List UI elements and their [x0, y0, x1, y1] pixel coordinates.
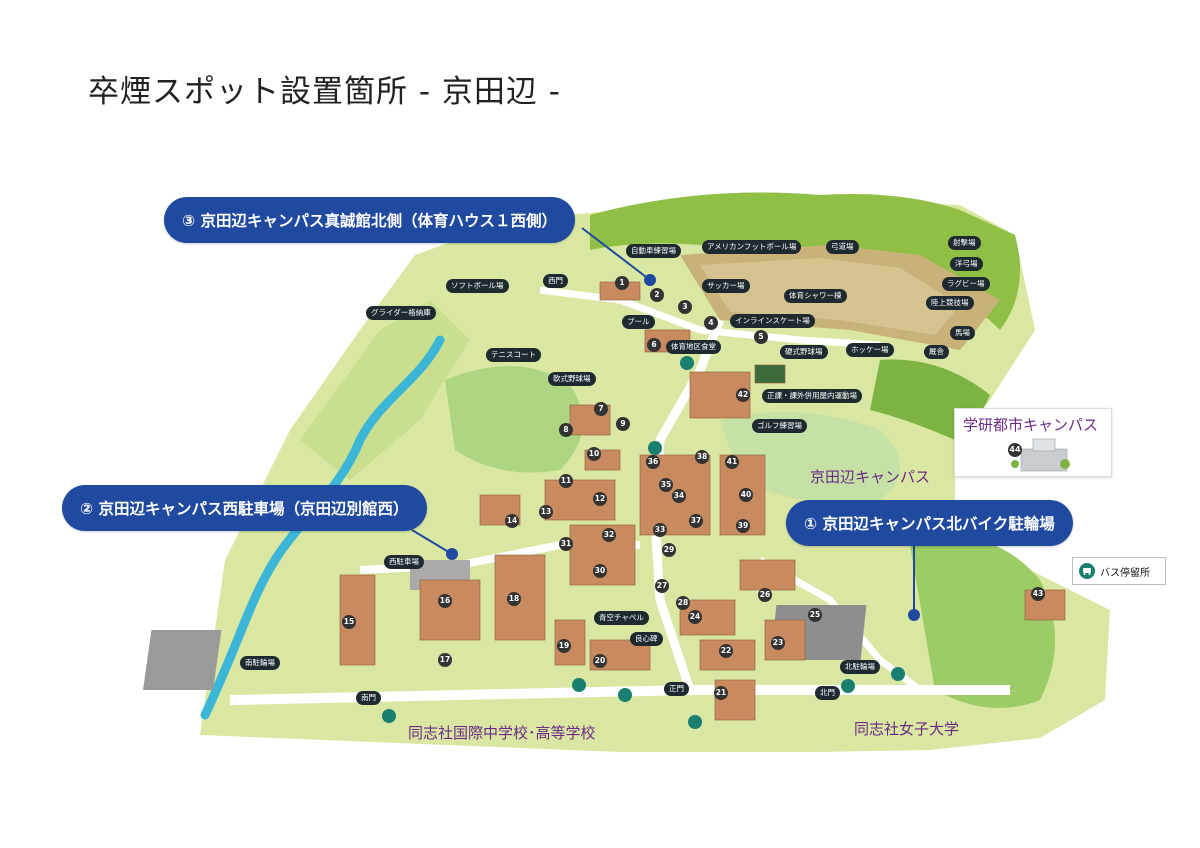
building-number-28: 28 [676, 596, 690, 610]
hills-southeast [910, 537, 1055, 708]
building-number-4: 4 [704, 316, 718, 330]
hills-center [445, 366, 583, 473]
facility-label-softball: ソフトボール場 [446, 279, 509, 293]
building-number-30: 30 [593, 564, 607, 578]
building-number-21: 21 [714, 686, 728, 700]
building-number-15: 15 [342, 615, 356, 629]
building-number-34: 34 [672, 489, 686, 503]
facility-label-shageki: 射撃場 [948, 236, 981, 250]
facility-label-minami: 南駐輪場 [240, 656, 280, 670]
building-number-22: 22 [719, 644, 733, 658]
building-number-12: 12 [593, 492, 607, 506]
area-label-international-school: 同志社国際中学校･高等学校 [408, 724, 596, 742]
building-number-33: 33 [653, 523, 667, 537]
facility-label-nanmon: 南門 [356, 691, 381, 705]
inset-title: 学研都市キャンパス [963, 416, 1099, 434]
building-number-17: 17 [438, 653, 452, 667]
building-number-41: 41 [725, 455, 739, 469]
building-number-24: 24 [688, 610, 702, 624]
facility-label-glider: グライダー格納庫 [366, 306, 436, 320]
building-number-18: 18 [507, 592, 521, 606]
building-number-3: 3 [678, 300, 692, 314]
inset-gakkentoshi: 学研都市キャンパス 44 [954, 408, 1112, 477]
leader-3 [581, 227, 651, 281]
building-number-25: 25 [808, 608, 822, 622]
facility-label-tennis: テニスコート [486, 348, 541, 362]
area-label-kyotanabe: 京田辺キャンパス [810, 468, 931, 486]
building-number-35: 35 [659, 478, 673, 492]
building-number-31: 31 [559, 537, 573, 551]
building-number-42: 42 [736, 388, 750, 402]
building-number-16: 16 [438, 594, 452, 608]
facility-label-jidosha: 自動車練習場 [626, 244, 681, 258]
facility-label-inline: インラインスケート場 [730, 314, 815, 328]
facility-label-bajo: 馬場 [950, 326, 975, 340]
building-number-9: 9 [616, 417, 630, 431]
facility-label-pool: プール [622, 315, 655, 329]
inset-number-badge [1008, 443, 1022, 457]
building-number-8: 8 [559, 423, 573, 437]
facility-label-kyudo: 弓道場 [826, 240, 859, 254]
building-number-36: 36 [646, 455, 660, 469]
area-label-womens-university: 同志社女子大学 [854, 720, 960, 738]
building-number-20: 20 [593, 654, 607, 668]
bus-icon [1079, 563, 1095, 579]
facility-label-seika: 正課・課外併用屋内運動場 [762, 389, 862, 403]
leader-2 [411, 529, 453, 555]
building-number-5: 5 [754, 330, 768, 344]
facility-label-kyusha: 厩舎 [924, 345, 949, 359]
building-number-29: 29 [662, 543, 676, 557]
hills-north [590, 192, 1020, 330]
facility-label-rikujo: 陸上競技場 [926, 296, 974, 310]
facility-label-golf: ゴルフ練習場 [752, 419, 807, 433]
building-number-26: 26 [758, 588, 772, 602]
fields-west [300, 300, 470, 480]
building-number-43: 43 [1031, 587, 1045, 601]
facility-label-seimon: 正門 [664, 682, 689, 696]
page-title: 卒煙スポット設置箇所 - 京田辺 - [88, 74, 561, 110]
bus-stops [382, 356, 905, 729]
building-number-32: 32 [602, 528, 616, 542]
legend-bus-stop: バス停留所 [1072, 557, 1166, 585]
building-number-19: 19 [557, 639, 571, 653]
building-number-13: 13 [539, 505, 553, 519]
building-number-7: 7 [594, 402, 608, 416]
facility-label-aozora: 青空チャペル [594, 611, 649, 625]
south-bike-parking [143, 630, 222, 690]
callout-spot-3[interactable]: ③ 京田辺キャンパス真誠館北側（体育ハウス１西側） [164, 197, 576, 243]
building-number-38: 38 [695, 450, 709, 464]
facility-label-soccer: サッカー場 [702, 279, 750, 293]
facility-label-hockey: ホッケー場 [846, 343, 894, 357]
facility-label-koshiki: 硬式野球場 [780, 345, 828, 359]
facility-label-nanshiki: 軟式野球場 [548, 372, 596, 386]
road-north [539, 286, 881, 349]
building-number-14: 14 [505, 514, 519, 528]
facility-label-nishimon: 西門 [543, 274, 568, 288]
inset-number: 44 [1009, 445, 1021, 454]
building-number-37: 37 [689, 514, 703, 528]
building-number-27: 27 [655, 579, 669, 593]
building-number-23: 23 [771, 636, 785, 650]
facility-label-shokudo: 体育地区食堂 [666, 340, 721, 354]
facility-label-yokyu: 洋弓場 [950, 257, 983, 271]
facility-label-shower: 体育シャワー棟 [784, 289, 847, 303]
building-number-11: 11 [559, 474, 573, 488]
callout-spot-2[interactable]: ② 京田辺キャンパス西駐車場（京田辺別館西） [62, 485, 427, 531]
building-number-40: 40 [739, 488, 753, 502]
inset-building-icon [1008, 438, 1070, 472]
facility-label-kitachurin: 北駐輪場 [840, 660, 880, 674]
callout-spot-1[interactable]: ① 京田辺キャンパス北バイク駐輪場 [786, 500, 1073, 546]
building-number-6: 6 [647, 338, 661, 352]
building-number-10: 10 [587, 447, 601, 461]
facility-label-kitamon: 北門 [815, 686, 840, 700]
building-number-2: 2 [650, 288, 664, 302]
legend-label: バス停留所 [1100, 567, 1150, 579]
facility-label-ryoshin: 良心碑 [630, 632, 663, 646]
facility-label-americanfootball: アメリカンフットボール場 [702, 240, 802, 254]
building-number-39: 39 [736, 519, 750, 533]
building-number-1: 1 [615, 276, 629, 290]
facility-label-rugby: ラグビー場 [942, 277, 990, 291]
facility-label-nishichusha: 西駐車場 [384, 555, 424, 569]
